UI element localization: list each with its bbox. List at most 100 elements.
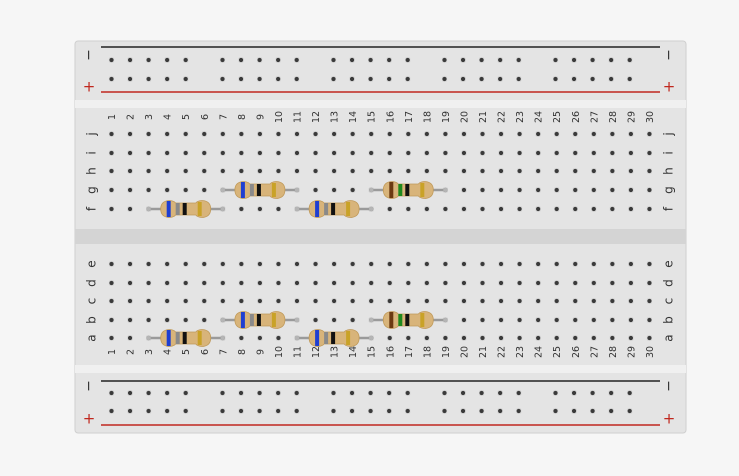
hole: [369, 168, 374, 174]
hole: [554, 187, 559, 193]
hole: [498, 280, 504, 286]
hole: [647, 298, 652, 304]
hole: [647, 187, 652, 193]
hole: [183, 298, 188, 304]
hole: [498, 150, 504, 156]
hole: [610, 298, 615, 304]
resistor-band: [315, 330, 320, 346]
resistor-band: [398, 314, 403, 326]
column-number-bottom: 6: [200, 349, 211, 355]
hole: [498, 206, 504, 212]
hole: [610, 187, 615, 193]
resistor-band: [182, 332, 187, 344]
row-label-left: g: [85, 186, 99, 194]
rail-hole: [127, 390, 133, 396]
hole: [610, 335, 615, 341]
hole: [146, 261, 151, 267]
column-number-bottom: 18: [422, 346, 433, 358]
resistor: [369, 311, 448, 329]
hole: [350, 261, 355, 267]
hole: [424, 261, 429, 267]
rail-hole: [590, 57, 595, 63]
rail-plus-label: +: [663, 410, 676, 428]
rail-hole: [405, 76, 410, 82]
resistor-lead-end: [220, 317, 225, 323]
row-label-left: a: [85, 334, 99, 341]
column-number-bottom: 11: [293, 346, 304, 358]
hole: [424, 131, 429, 137]
hole: [443, 206, 448, 212]
center-channel: [75, 229, 686, 244]
rail-hole: [479, 390, 484, 396]
hole: [313, 317, 318, 323]
column-number-top: 18: [422, 111, 433, 123]
hole: [406, 298, 411, 304]
hole: [127, 206, 133, 212]
hole: [183, 150, 188, 156]
hole: [498, 298, 504, 304]
rail-hole: [331, 57, 336, 63]
column-number-top: 15: [367, 111, 378, 123]
row-label-left: b: [85, 316, 99, 324]
hole: [424, 335, 429, 341]
rail-hole: [349, 390, 355, 396]
hole: [443, 150, 448, 156]
resistor-lead-end: [294, 187, 300, 193]
hole: [127, 317, 133, 323]
rail-minus-label: −: [661, 49, 677, 61]
hole: [387, 168, 392, 174]
row-label-left: i: [85, 151, 99, 154]
resistor-lead-end: [294, 206, 300, 212]
hole: [480, 206, 485, 212]
resistor-band: [331, 203, 336, 215]
rail-hole: [498, 390, 503, 396]
hole: [554, 280, 559, 286]
hole: [202, 280, 207, 286]
hole: [257, 261, 262, 267]
hole: [628, 261, 634, 267]
resistor-band: [240, 312, 245, 328]
hole: [165, 187, 170, 193]
hole: [202, 131, 207, 137]
column-number-bottom: 4: [163, 349, 174, 355]
hole: [591, 187, 596, 193]
rail-gap-bottom: [75, 365, 686, 373]
column-number-bottom: 9: [255, 349, 266, 355]
hole: [220, 298, 225, 304]
rail-hole: [405, 408, 410, 414]
hole: [183, 261, 188, 267]
hole: [554, 317, 559, 323]
hole: [554, 335, 559, 341]
hole: [647, 131, 652, 137]
resistor: [146, 329, 225, 347]
column-number-top: 16: [385, 111, 396, 123]
rail-hole: [294, 76, 299, 82]
hole: [461, 317, 467, 323]
hole: [591, 298, 596, 304]
column-number-top: 13: [330, 111, 341, 123]
rail-hole: [571, 390, 577, 396]
column-number-bottom: 3: [144, 349, 155, 355]
hole: [536, 150, 541, 156]
hole: [461, 206, 467, 212]
resistor-band: [346, 202, 351, 216]
hole: [536, 168, 541, 174]
hole: [573, 168, 578, 174]
hole: [554, 168, 559, 174]
rail-hole: [590, 76, 595, 82]
resistor-band: [331, 332, 336, 344]
hole: [591, 261, 596, 267]
rail-hole: [220, 76, 225, 82]
rail-hole: [238, 408, 244, 414]
hole: [127, 168, 133, 174]
hole: [554, 206, 559, 212]
hole: [183, 187, 188, 193]
row-label-left: h: [85, 167, 99, 175]
hole: [127, 131, 133, 137]
rail-hole: [109, 390, 114, 396]
rail-hole: [442, 390, 447, 396]
hole: [183, 168, 188, 174]
hole: [536, 317, 541, 323]
column-number-bottom: 5: [181, 349, 192, 355]
rail-hole: [627, 76, 632, 82]
